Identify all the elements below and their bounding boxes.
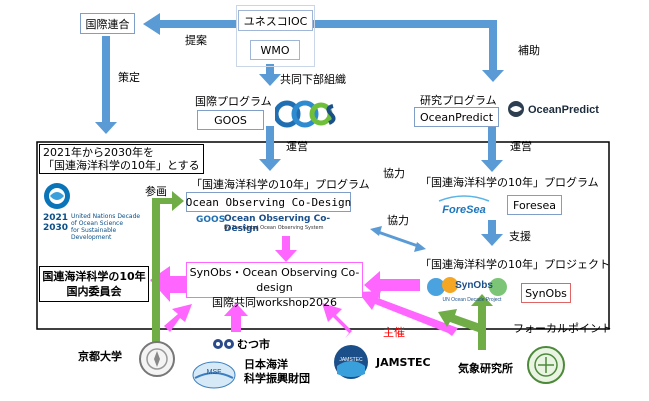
arrow-ioc-to-oceanpredict [313, 20, 504, 82]
decade-note-box: 2021年から2030年を 「国連海洋科学の10年」とする [39, 144, 204, 174]
arrow-oceanpredict-operation [481, 124, 503, 172]
edge-label-cooperation-mid: 協力 [387, 214, 409, 227]
ioc-group-frame [236, 5, 315, 67]
un-decade-logo-text2: of Ocean Science [71, 220, 124, 227]
decade-note-line2: 「国連海洋科学の10年」とする [43, 159, 200, 172]
edge-label-proposal: 提案 [185, 34, 207, 47]
un-decade-logo-text3: for Sustainable Development [71, 227, 117, 241]
jamstec-logo-text: JAMSTEC [339, 357, 363, 363]
decade-project: 「国連海洋科学の10年」プロジェクト [420, 258, 610, 271]
unesco-ioc-box: ユネスコIOC [238, 10, 313, 31]
arrow-ioc-to-goos [259, 64, 281, 86]
workshop-box: SynObs・Ocean Observing Co-design 国際共同wor… [186, 262, 363, 309]
edge-label-participation: 参画 [145, 185, 167, 198]
national-committee-line1: 国連海洋科学の10年 [42, 270, 146, 283]
codesign-logo-sub: by The Global Ocean Observing System [224, 225, 324, 231]
jamstec-label: JAMSTEC [376, 356, 431, 369]
arrow-ioc-to-un [143, 13, 236, 35]
msf-logo-text: MSF [207, 369, 222, 376]
codesign-logo-goos: GOOS [196, 215, 226, 225]
oceanpredict-logo-text: OceanPredict [528, 104, 599, 116]
workshop-line1: SynObs・Ocean Observing Co-design [189, 266, 360, 294]
mri-logo [526, 345, 566, 385]
mri-label: 気象研究所 [458, 362, 513, 375]
oceanpredict-box: OceanPredict [414, 107, 499, 127]
intl-program-label: 国際プログラム [195, 95, 272, 108]
kyoto-univ-label: 京都大学 [78, 350, 122, 363]
arrow-mutsu-to-workshop [224, 303, 248, 332]
un-decade-logo-text1: United Nations Decade [71, 213, 141, 220]
edge-label-cooperation-top: 協力 [383, 167, 405, 180]
edge-label-joint-subsidiary: 共同下部組織 [280, 73, 346, 86]
arrow-kyoto-to-workshop [164, 304, 192, 332]
cooperation-line [377, 230, 419, 248]
arrow-jamstec-to-workshop [322, 303, 352, 338]
synobs-logo-sub: UN Ocean Decade Project [443, 297, 503, 303]
edge-label-subsidy: 補助 [518, 44, 540, 57]
jmarine-label-line2: 科学振興財団 [244, 372, 310, 385]
ocean-observing-codesign-box: Ocean Observing Co-Design [186, 192, 351, 212]
edge-label-formulation: 策定 [118, 71, 140, 84]
united-nations-box: 国際連合 [80, 13, 135, 34]
goos-logo [273, 100, 343, 128]
arrow-kyoto-participation [152, 191, 184, 356]
synobs-box: SynObs [521, 283, 571, 303]
arrow-mri-focal-point-b [471, 294, 493, 350]
msf-logo: MSF [191, 360, 237, 390]
workshop-line2: 国際共同workshop2026 [211, 296, 338, 309]
decade-program-right: 「国連海洋科学の10年」プログラム [420, 176, 599, 189]
goos-box: GOOS [197, 110, 264, 130]
mutsu-city-label: むつ市 [237, 338, 270, 351]
kyoto-univ-logo [138, 340, 176, 378]
arrow-foresea-support [481, 220, 503, 246]
edge-label-host: 主催 [383, 326, 405, 339]
national-committee-box: 国連海洋科学の10年 国内委員会 [39, 266, 149, 302]
arrow-mri-focal-point [438, 309, 486, 348]
synobs-logo-text: SynObs [455, 280, 493, 291]
edge-label-operation-left: 運営 [286, 140, 308, 153]
arrow-mri-to-workshop [358, 291, 458, 336]
jmarine-label: 日本海洋 科学振興財団 [244, 358, 310, 386]
codesign-logo: GOOS Ocean Observing Co-Design by The Gl… [196, 214, 344, 234]
un-decade-logo-year2: 2030 [43, 223, 69, 233]
national-committee-line2: 国内委員会 [66, 285, 122, 298]
cooperation-head-left [370, 226, 382, 236]
decade-note-line1: 2021年から2030年を [43, 146, 154, 159]
edge-label-support: 支援 [509, 230, 531, 243]
codesign-logo-title: Ocean Observing Co-Design [224, 214, 331, 234]
synobs-logo: SynObs UN Ocean Decade Project [424, 273, 512, 305]
wmo-box: WMO [250, 40, 300, 60]
cooperation-head-right [414, 242, 426, 252]
jmarine-label-line1: 日本海洋 [244, 358, 288, 371]
foresea-logo: ForeSea [435, 193, 493, 217]
mutsu-city-logo [212, 336, 236, 352]
decade-frame [36, 141, 610, 330]
edge-label-focal-point: フォーカルポイント [513, 322, 612, 335]
research-program-label: 研究プログラム [420, 94, 497, 107]
jamstec-logo: JAMSTEC [333, 344, 369, 380]
foresea-logo-text: ForeSea [442, 204, 485, 216]
decade-program-left: 「国連海洋科学の10年」プログラム [191, 178, 370, 191]
arrow-goos-operation [259, 126, 281, 171]
arrow-un-down [95, 36, 117, 134]
arrow-codesign-to-workshop [275, 236, 297, 262]
foresea-box: Foresea [507, 195, 562, 215]
oceanpredict-logo: OceanPredict [506, 99, 626, 121]
un-decade-logo-year1: 2021 [43, 213, 69, 223]
edge-label-operation-right: 運営 [510, 140, 532, 153]
un-decade-logo: 2021 2030 United Nations Decade of Ocean… [41, 180, 153, 244]
